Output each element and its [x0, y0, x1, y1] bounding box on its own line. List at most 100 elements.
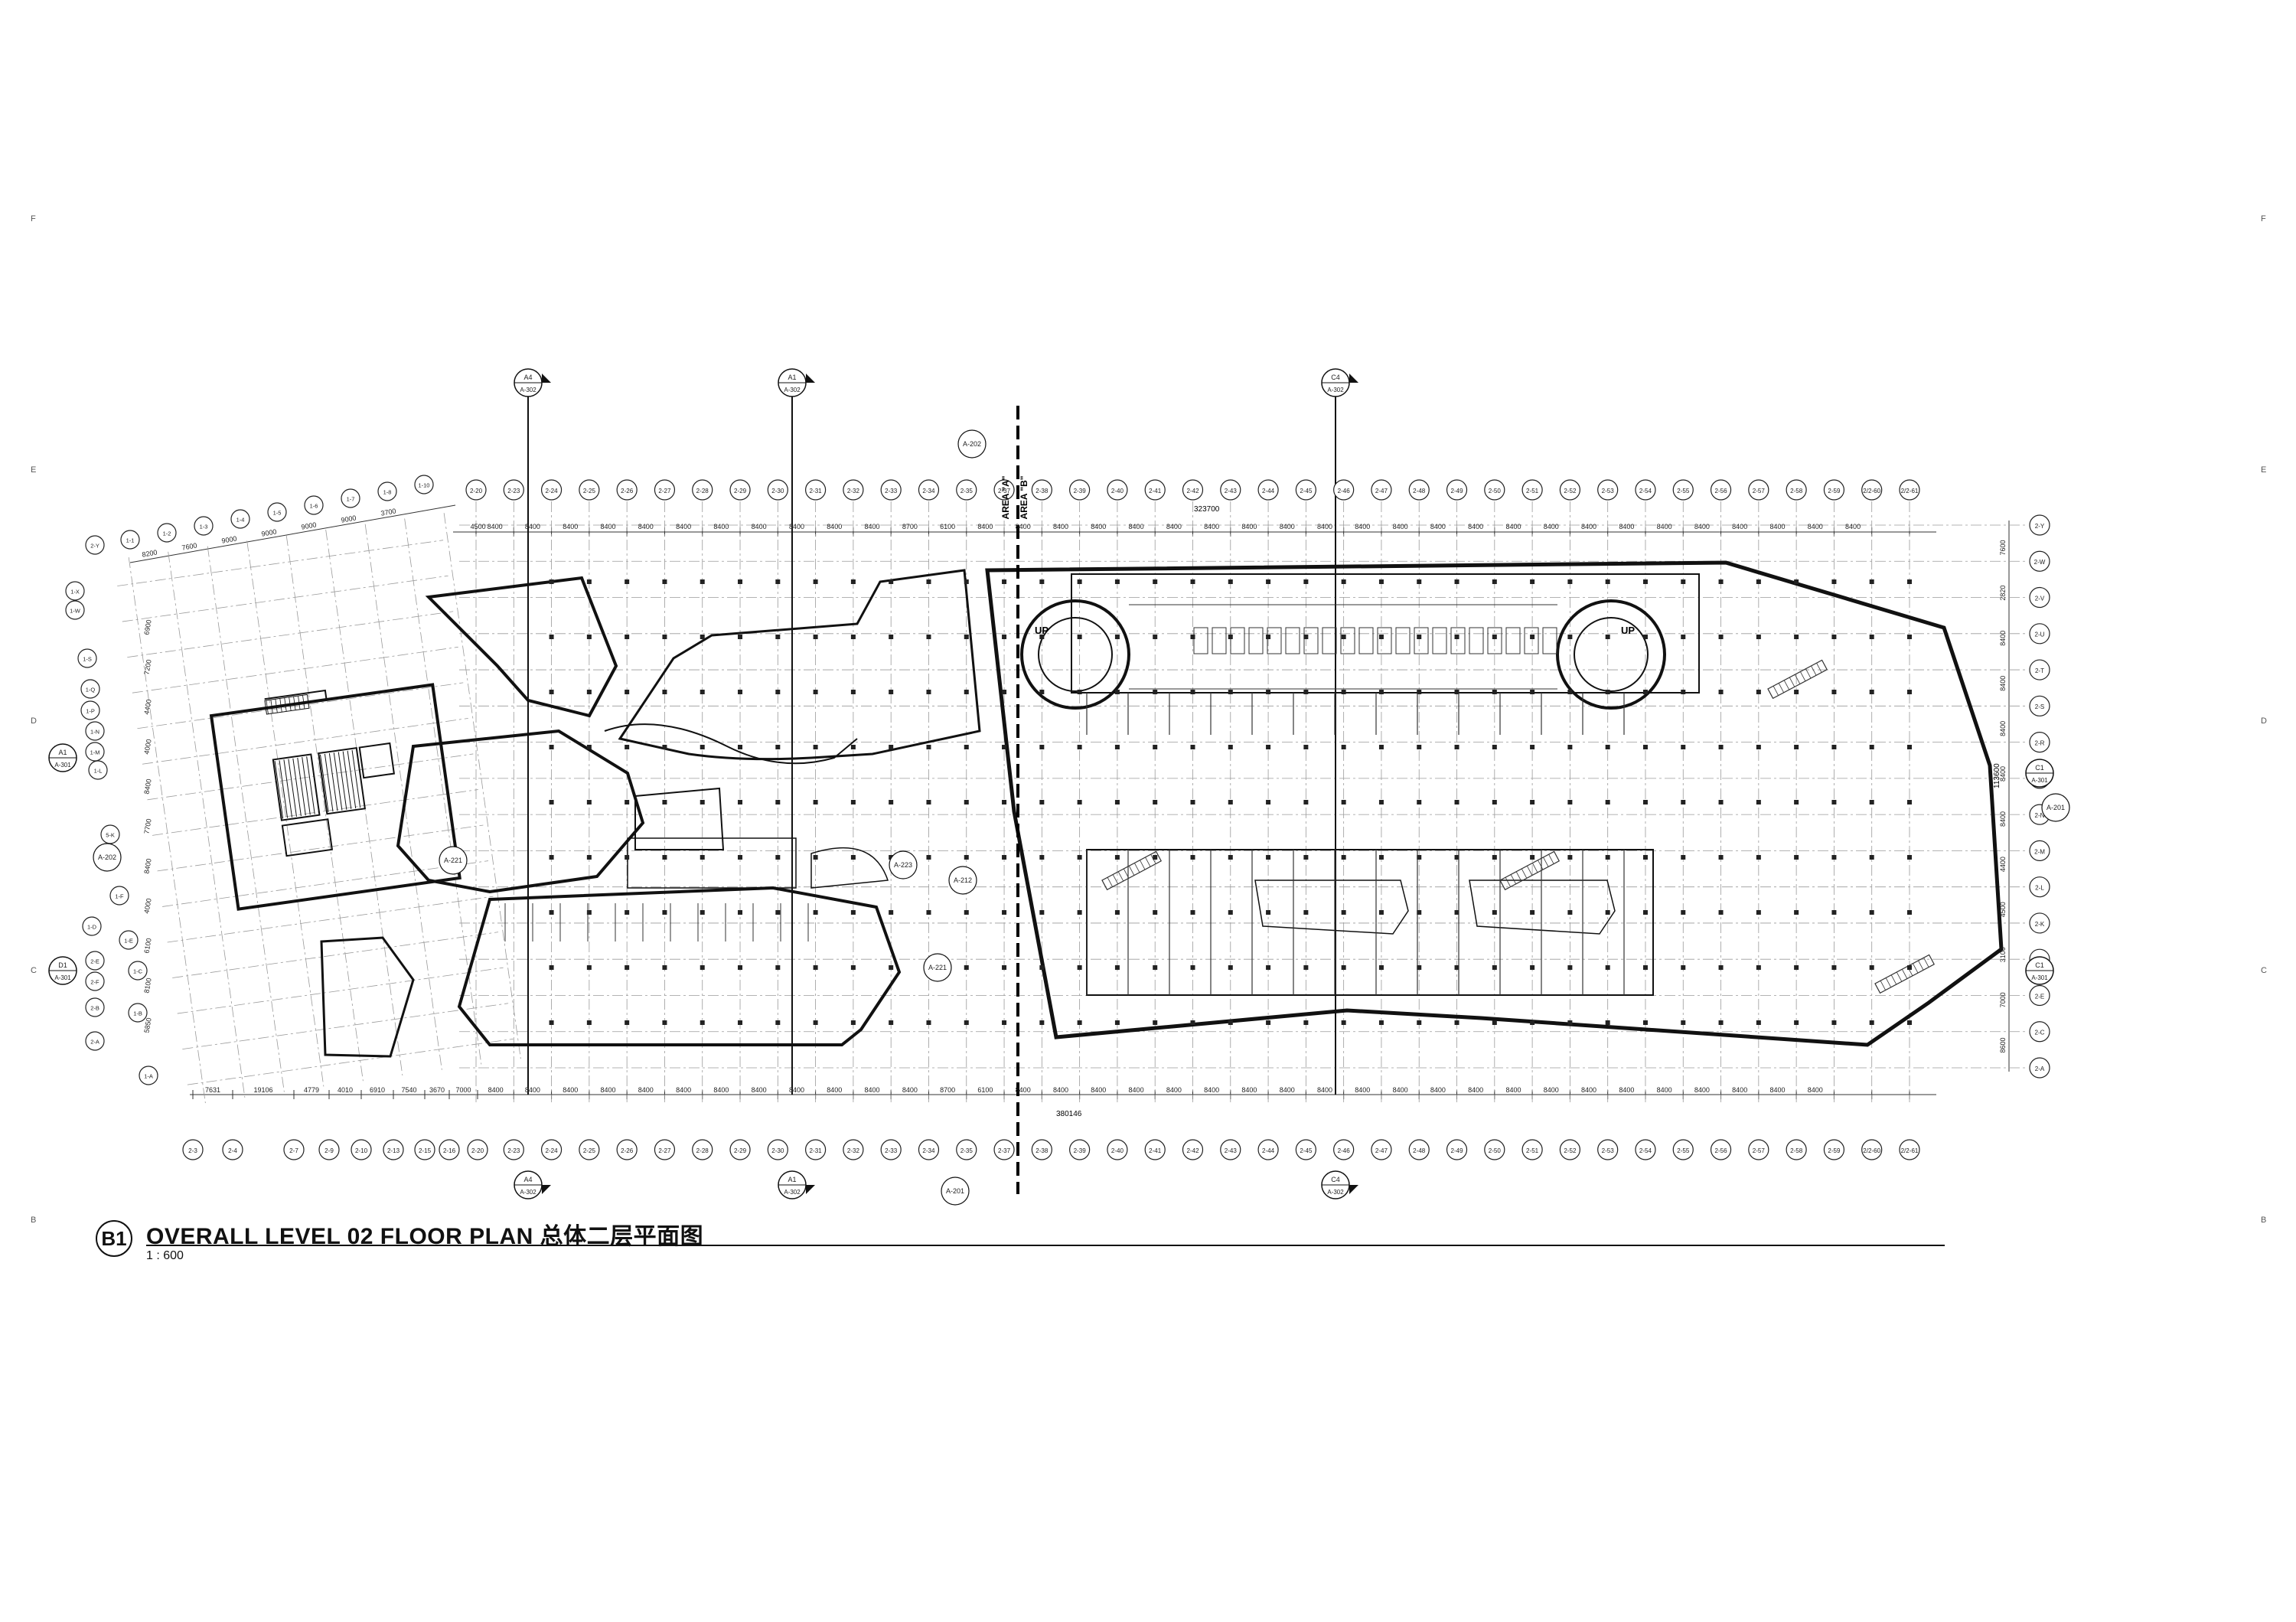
svg-text:2-S: 2-S: [2035, 703, 2045, 710]
dimension-text-top: 8400: [1468, 523, 1483, 530]
grid-bubble-bottom: 2-57: [1748, 1139, 1769, 1160]
svg-text:2-28: 2-28: [696, 488, 709, 494]
tower-grid-line: [285, 535, 364, 1082]
dimension-text-left: 8400: [142, 858, 152, 874]
structural-column: [1228, 855, 1233, 860]
grid-bubble-bottom: 2-43: [1220, 1139, 1241, 1160]
structural-column: [1681, 745, 1686, 749]
svg-text:2/2-60: 2/2-60: [1863, 488, 1880, 494]
svg-text:2-20: 2-20: [470, 488, 483, 494]
structural-column: [625, 690, 630, 694]
svg-text:1-Q: 1-Q: [86, 687, 96, 694]
grid-bubble-bottom: 2-20: [467, 1139, 488, 1160]
dimension-text-top: 8400: [1808, 523, 1823, 530]
total-width-top: 323700: [1194, 505, 1220, 514]
structural-column: [1756, 579, 1761, 584]
structural-column: [1153, 579, 1158, 584]
structural-column: [1378, 1020, 1384, 1025]
structural-column: [1907, 745, 1912, 749]
grid-bubble-bottom: 2-28: [692, 1139, 713, 1160]
structural-column: [1530, 1020, 1535, 1025]
structural-column: [889, 965, 894, 970]
grid-bubble-top: 2-20: [465, 479, 487, 501]
svg-text:2-49: 2-49: [1450, 1147, 1463, 1154]
grid-bubble-top: 2-51: [1521, 479, 1543, 501]
structural-column: [1039, 745, 1045, 749]
dimension-text-top: 8400: [1129, 523, 1144, 530]
grid-bubble-left: 1-L: [88, 760, 108, 780]
dimension-text-bottom: 8400: [1581, 1086, 1596, 1094]
structural-column: [586, 745, 592, 749]
structural-column: [1002, 965, 1007, 970]
structural-column: [1756, 855, 1761, 860]
structural-column: [1831, 1020, 1837, 1025]
tower-grid-line: [167, 896, 494, 943]
structural-column: [1417, 855, 1422, 860]
structural-column: [1642, 855, 1648, 860]
structural-column: [1153, 965, 1158, 970]
structural-column: [586, 800, 592, 804]
dimension-text-tower: 9000: [301, 521, 317, 530]
grid-bubble-bottom: 2-40: [1107, 1139, 1128, 1160]
structural-column: [738, 635, 743, 639]
structural-column: [1303, 965, 1309, 970]
structural-column: [1869, 690, 1874, 694]
structural-column: [1341, 579, 1346, 584]
svg-text:A-302: A-302: [520, 387, 536, 393]
svg-text:1-10: 1-10: [419, 482, 430, 489]
area-b-label: AREA "B": [1019, 476, 1029, 520]
grid-bubble-right: 2-L: [2029, 876, 2050, 898]
structural-column: [964, 635, 969, 639]
svg-text:2-46: 2-46: [1338, 488, 1351, 494]
dimension-text-left: 8400: [142, 778, 152, 795]
svg-text:2-31: 2-31: [810, 488, 823, 494]
grid-bubble-top: 2-59: [1823, 479, 1845, 501]
structural-column: [1228, 965, 1233, 970]
grid-bubble-right: 2-M: [2029, 840, 2050, 862]
structural-column: [1378, 635, 1384, 639]
svg-text:2-50: 2-50: [1489, 1147, 1502, 1154]
grid-bubble-left: 1-Q: [80, 679, 100, 699]
structural-column: [1642, 635, 1648, 639]
structural-column: [1869, 745, 1874, 749]
grid-bubble-left: 2-F: [85, 971, 105, 991]
svg-text:A-202: A-202: [98, 853, 116, 861]
structural-column: [700, 635, 705, 639]
dimension-text-bottom: 8400: [600, 1086, 615, 1094]
structural-column: [1530, 855, 1535, 860]
structural-column: [549, 800, 554, 804]
tower-grid-line: [117, 540, 444, 586]
svg-text:2-44: 2-44: [1262, 1147, 1275, 1154]
grid-bubble-bottom: 2-49: [1446, 1139, 1468, 1160]
structural-column: [1831, 855, 1837, 860]
grid-bubble-tower-column: 1-10: [414, 475, 434, 494]
svg-text:2-16: 2-16: [443, 1147, 456, 1154]
structural-column: [625, 1020, 630, 1025]
grid-bubble-top: 2-28: [692, 479, 713, 501]
dimension-text-top: 8400: [1544, 523, 1559, 530]
dimension-text-bottom: 19106: [253, 1086, 272, 1094]
total-width-bottom: 380146: [1056, 1110, 1082, 1118]
dimension-text-top: 8400: [865, 523, 880, 530]
dimension-text-top: 8400: [1053, 523, 1068, 530]
structural-column: [850, 690, 856, 694]
dimension-text-bottom: 8400: [1317, 1086, 1332, 1094]
structural-column: [549, 965, 554, 970]
svg-text:1-F: 1-F: [115, 893, 124, 900]
dimension-text-tower: 7600: [181, 541, 197, 551]
structural-column: [1228, 910, 1233, 915]
parking-stall: [1450, 627, 1466, 654]
structural-column: [889, 1020, 894, 1025]
grid-bubble-top: 2-53: [1597, 479, 1619, 501]
svg-text:2-46: 2-46: [1338, 1147, 1351, 1154]
structural-column: [1002, 690, 1007, 694]
structural-column: [1190, 745, 1195, 749]
structural-column: [1153, 855, 1158, 860]
structural-column: [813, 579, 818, 584]
svg-text:2-Y: 2-Y: [90, 543, 99, 550]
svg-text:D1: D1: [58, 961, 67, 969]
sheet-title-block: B1 OVERALL LEVEL 02 FLOOR PLAN 总体二层平面图 1…: [96, 1217, 1948, 1263]
structural-column: [926, 745, 931, 749]
svg-text:2-R: 2-R: [2035, 740, 2045, 747]
grid-bubble-bottom: 2-32: [843, 1139, 864, 1160]
